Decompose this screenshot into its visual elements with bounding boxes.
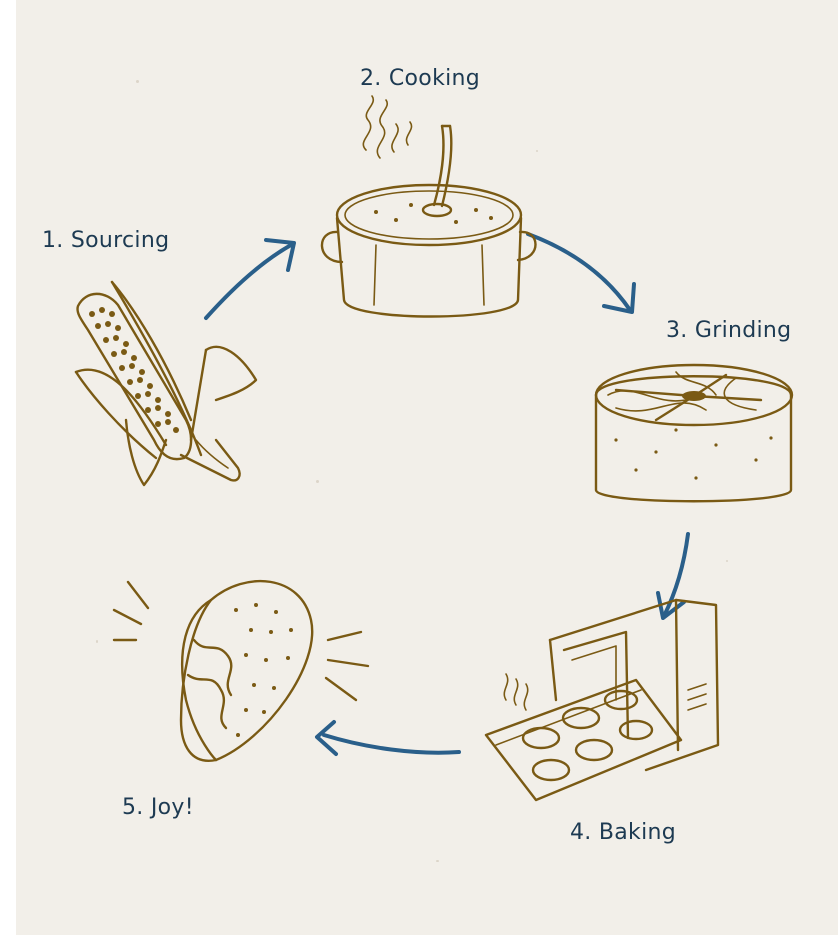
arrow-cooking-to-grinding bbox=[528, 234, 634, 312]
corn-icon bbox=[76, 282, 256, 485]
process-diagram: 1. Sourcing 2. Cooking 3. Grinding 4. Ba… bbox=[16, 0, 838, 935]
grinding-stone-icon bbox=[596, 365, 792, 501]
arrow-sourcing-to-cooking bbox=[206, 240, 294, 318]
diagram-artwork bbox=[16, 0, 838, 935]
cooking-pot-icon bbox=[322, 96, 536, 317]
oven-icon bbox=[486, 600, 718, 800]
taco-icon bbox=[114, 581, 368, 761]
arrow-baking-to-joy bbox=[317, 722, 459, 754]
